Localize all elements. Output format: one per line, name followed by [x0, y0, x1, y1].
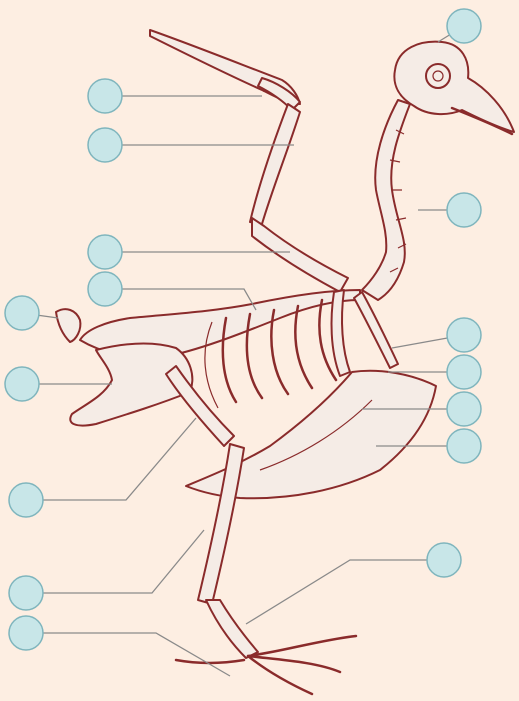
label-marker-6[interactable] — [88, 272, 122, 306]
label-marker-12[interactable] — [447, 429, 481, 463]
label-marker-15[interactable] — [9, 576, 43, 610]
label-marker-9[interactable] — [5, 367, 39, 401]
label-marker-8[interactable] — [447, 318, 481, 352]
label-marker-14[interactable] — [427, 543, 461, 577]
eye-socket — [426, 64, 450, 88]
label-marker-3[interactable] — [88, 128, 122, 162]
label-marker-13[interactable] — [9, 483, 43, 517]
label-marker-16[interactable] — [9, 616, 43, 650]
label-marker-7[interactable] — [5, 296, 39, 330]
label-marker-11[interactable] — [447, 392, 481, 426]
label-marker-4[interactable] — [447, 193, 481, 227]
label-marker-10[interactable] — [447, 355, 481, 389]
label-marker-5[interactable] — [88, 235, 122, 269]
label-marker-2[interactable] — [88, 79, 122, 113]
label-marker-1[interactable] — [447, 9, 481, 43]
